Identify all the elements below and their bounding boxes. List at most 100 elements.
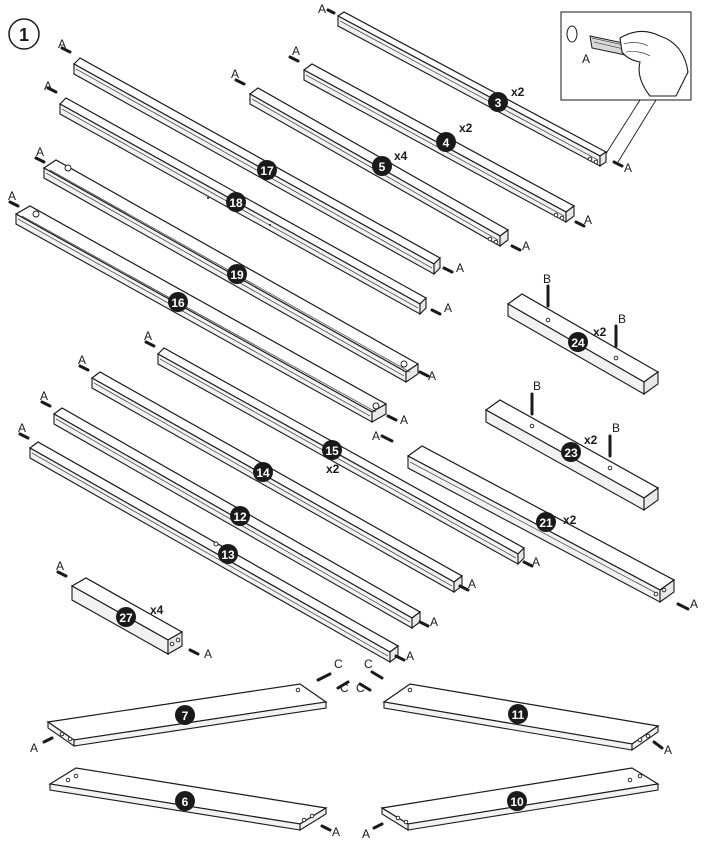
svg-text:A: A (78, 353, 86, 367)
part-badge-3: 3 (488, 92, 508, 112)
svg-text:23: 23 (564, 446, 578, 460)
part-27-block: A A (56, 559, 212, 661)
part-6-panel: A (48, 767, 340, 839)
part-badge-14: 14 (253, 462, 273, 482)
svg-text:A: A (456, 261, 464, 275)
svg-text:C: C (334, 657, 343, 671)
svg-text:24: 24 (571, 336, 585, 350)
part-3-rail: A A (318, 2, 632, 175)
svg-text:5: 5 (379, 160, 386, 174)
svg-text:A: A (30, 741, 38, 755)
step-number: 1 (19, 25, 29, 45)
part-badge-11: 11 (508, 704, 528, 724)
svg-text:14: 14 (256, 466, 270, 480)
svg-text:A: A (522, 239, 530, 253)
svg-text:A: A (428, 369, 436, 383)
svg-text:15: 15 (325, 444, 339, 458)
part-badge-19: 19 (227, 264, 247, 284)
svg-text:B: B (612, 421, 620, 435)
svg-text:A: A (362, 827, 370, 841)
part-badge-7: 7 (175, 705, 195, 725)
part-badge-16: 16 (168, 292, 188, 312)
svg-text:A: A (40, 389, 48, 403)
part-21-rail: A A (372, 429, 698, 611)
svg-text:A: A (231, 67, 239, 81)
part-badge-4: 4 (436, 132, 456, 152)
svg-text:18: 18 (229, 196, 243, 210)
part-badge-15: 15 (322, 440, 342, 460)
svg-text:17: 17 (260, 164, 274, 178)
svg-text:11: 11 (512, 708, 525, 722)
svg-text:12: 12 (233, 510, 247, 524)
svg-text:3: 3 (495, 96, 502, 110)
part-13-rail: A A (18, 421, 414, 664)
svg-text:A: A (430, 615, 438, 629)
svg-text:16: 16 (171, 296, 185, 310)
svg-text:B: B (533, 379, 541, 393)
svg-text:C: C (364, 657, 373, 671)
part-badge-13: 13 (218, 544, 238, 564)
qty-27: x4 (150, 603, 164, 617)
part-badge-27: 27 (116, 607, 136, 627)
svg-text:7: 7 (182, 709, 189, 723)
step-indicator: 1 (8, 18, 40, 50)
svg-text:A: A (372, 429, 380, 443)
qty-21: x2 (563, 513, 577, 527)
svg-text:A: A (532, 555, 540, 569)
svg-text:6: 6 (182, 795, 189, 809)
svg-text:A: A (584, 213, 592, 227)
svg-text:A: A (204, 647, 212, 661)
qty-15: x2 (326, 462, 340, 476)
part-badge-10: 10 (507, 791, 527, 811)
part-16-rail: A A (8, 189, 408, 427)
dowel-insertion-inset: A (560, 11, 692, 163)
svg-text:A: A (144, 329, 152, 343)
svg-text:C: C (356, 681, 365, 695)
svg-text:A: A (292, 44, 300, 58)
svg-text:C: C (340, 681, 349, 695)
svg-text:27: 27 (119, 611, 133, 625)
svg-text:A: A (36, 145, 44, 159)
svg-text:4: 4 (443, 136, 450, 150)
svg-text:13: 13 (221, 548, 235, 562)
part-24-block: B B (506, 272, 660, 396)
svg-text:A: A (624, 161, 632, 175)
hand-pressing-dowel-icon (589, 30, 689, 97)
svg-text:A: A (444, 301, 452, 315)
svg-text:A: A (58, 37, 66, 51)
svg-text:B: B (543, 272, 551, 286)
svg-text:B: B (618, 312, 626, 326)
svg-text:A: A (18, 421, 26, 435)
part-badge-12: 12 (230, 506, 250, 526)
qty-5: x4 (394, 149, 408, 163)
svg-text:A: A (406, 649, 414, 663)
svg-text:A: A (44, 79, 52, 93)
svg-text:A: A (400, 413, 408, 427)
svg-text:A: A (664, 743, 672, 757)
part-badge-24: 24 (568, 332, 588, 352)
part-badge-23: 23 (561, 442, 581, 462)
part-badge-18: 18 (226, 192, 246, 212)
qty-3: x2 (511, 85, 525, 99)
svg-text:A: A (690, 597, 698, 611)
svg-text:10: 10 (510, 795, 524, 809)
qty-24: x2 (593, 325, 607, 339)
part-badge-6: 6 (175, 791, 195, 811)
svg-text:A: A (468, 577, 476, 591)
svg-text:21: 21 (539, 516, 553, 530)
svg-text:A: A (56, 559, 64, 573)
part-14-rail: A A (78, 353, 476, 594)
svg-text:A: A (332, 825, 340, 839)
svg-text:A: A (8, 189, 16, 203)
qty-4: x2 (459, 121, 473, 135)
part-badge-5: 5 (372, 156, 392, 176)
part-17-rail: A A (58, 37, 464, 276)
part-7-panel: C C A (30, 657, 350, 755)
inset-label-a: A (582, 52, 590, 66)
part-badge-21: 21 (536, 512, 556, 532)
svg-text:A: A (318, 2, 326, 16)
svg-text:19: 19 (230, 268, 244, 282)
part-badge-17: 17 (257, 160, 277, 180)
qty-23: x2 (584, 433, 598, 447)
